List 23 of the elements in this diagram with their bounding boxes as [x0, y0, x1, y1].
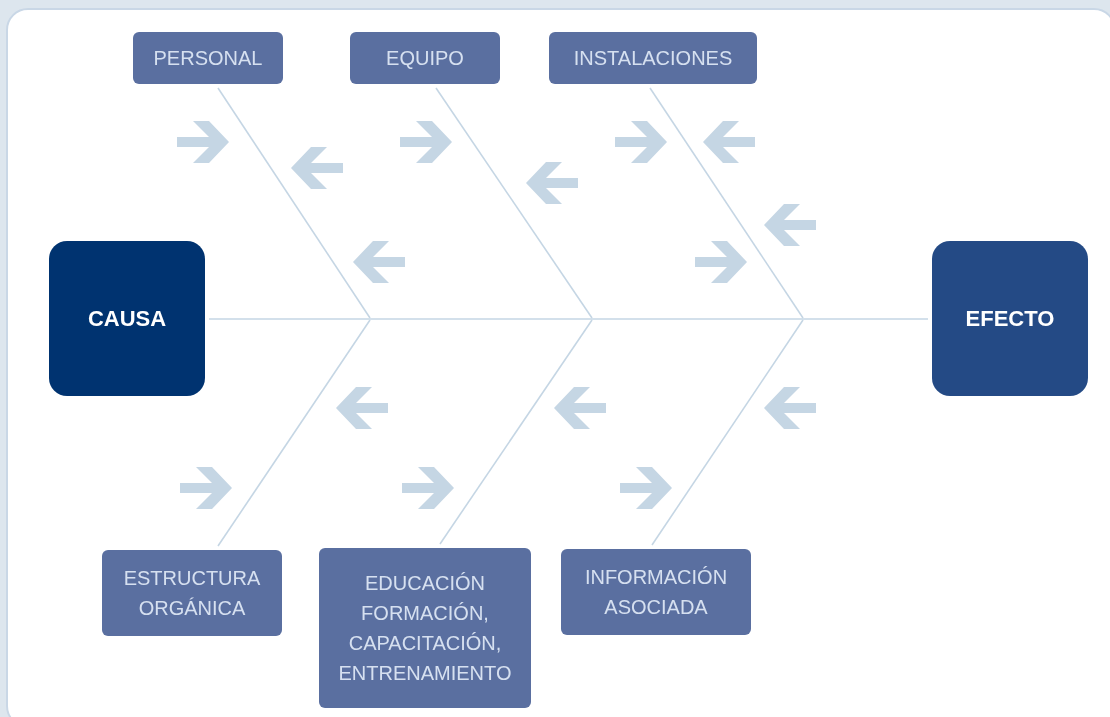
category-box [549, 32, 757, 84]
fishbone-line [217, 87, 371, 319]
fishbone-line [435, 87, 593, 319]
box-label: CAUSA [87, 305, 167, 333]
box-label: EFECTO [965, 305, 1055, 333]
box-label: EDUCACIÓN FORMACIÓN, CAPACITACIÓN, ENTRENAMIENTO [337, 571, 513, 686]
category-box [350, 32, 500, 84]
fishbone-line [439, 319, 593, 545]
box-label: EQUIPO [386, 46, 464, 71]
box-label: INSTALACIONES [573, 46, 733, 71]
category-box [133, 32, 283, 84]
fishbone-line [649, 87, 804, 319]
box-label: INFORMACIÓN ASOCIADA [583, 565, 729, 620]
main-box [49, 241, 205, 396]
fishbone-line [651, 319, 804, 546]
category-box [319, 548, 531, 708]
category-box [561, 549, 751, 635]
box-label: ESTRUCTURA ORGÁNICA [122, 566, 262, 621]
box-label: PERSONAL [153, 46, 263, 71]
category-box [102, 550, 282, 636]
main-box [932, 241, 1088, 396]
fishbone-line [208, 318, 929, 320]
fishbone-line [217, 319, 371, 547]
